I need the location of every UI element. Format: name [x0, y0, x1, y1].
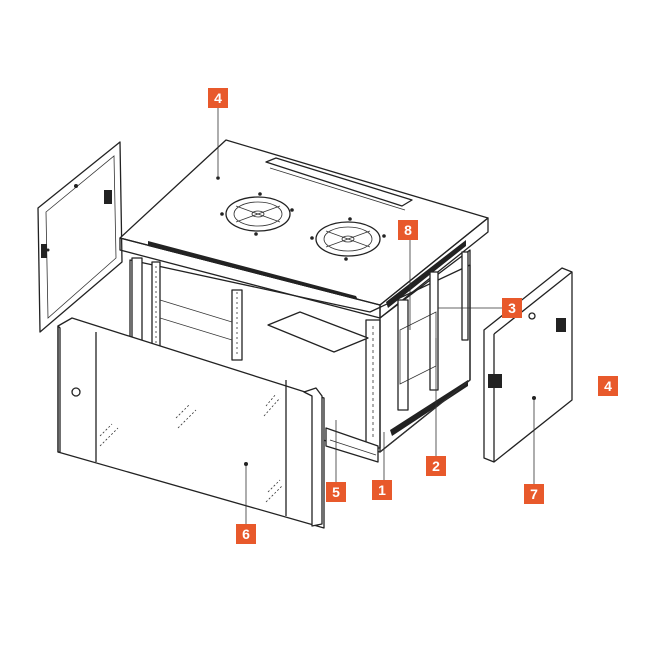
front-glass-door	[57, 317, 325, 529]
callout-badge-mounting-rails: 3	[502, 298, 522, 318]
callout-badge-inner-frame: 8	[398, 220, 418, 240]
callout-badge-top-panel: 4	[208, 88, 228, 108]
fan-left	[220, 192, 294, 236]
callout-badge-base-rail: 2	[426, 456, 446, 476]
left-side-panel	[37, 141, 123, 333]
right-side-panel	[483, 267, 573, 463]
fan-right	[310, 217, 386, 261]
callout-badge-door-hinge: 5	[326, 482, 346, 502]
front-left-upright	[131, 257, 143, 349]
callout-badge-frame-post: 1	[372, 480, 392, 500]
callout-badge-front-glass-door: 6	[236, 524, 256, 544]
callout-badge-right-side-panel: 7	[524, 484, 544, 504]
leader-lines	[217, 106, 535, 524]
callout-badge-side-panel-label: 4	[598, 376, 618, 396]
